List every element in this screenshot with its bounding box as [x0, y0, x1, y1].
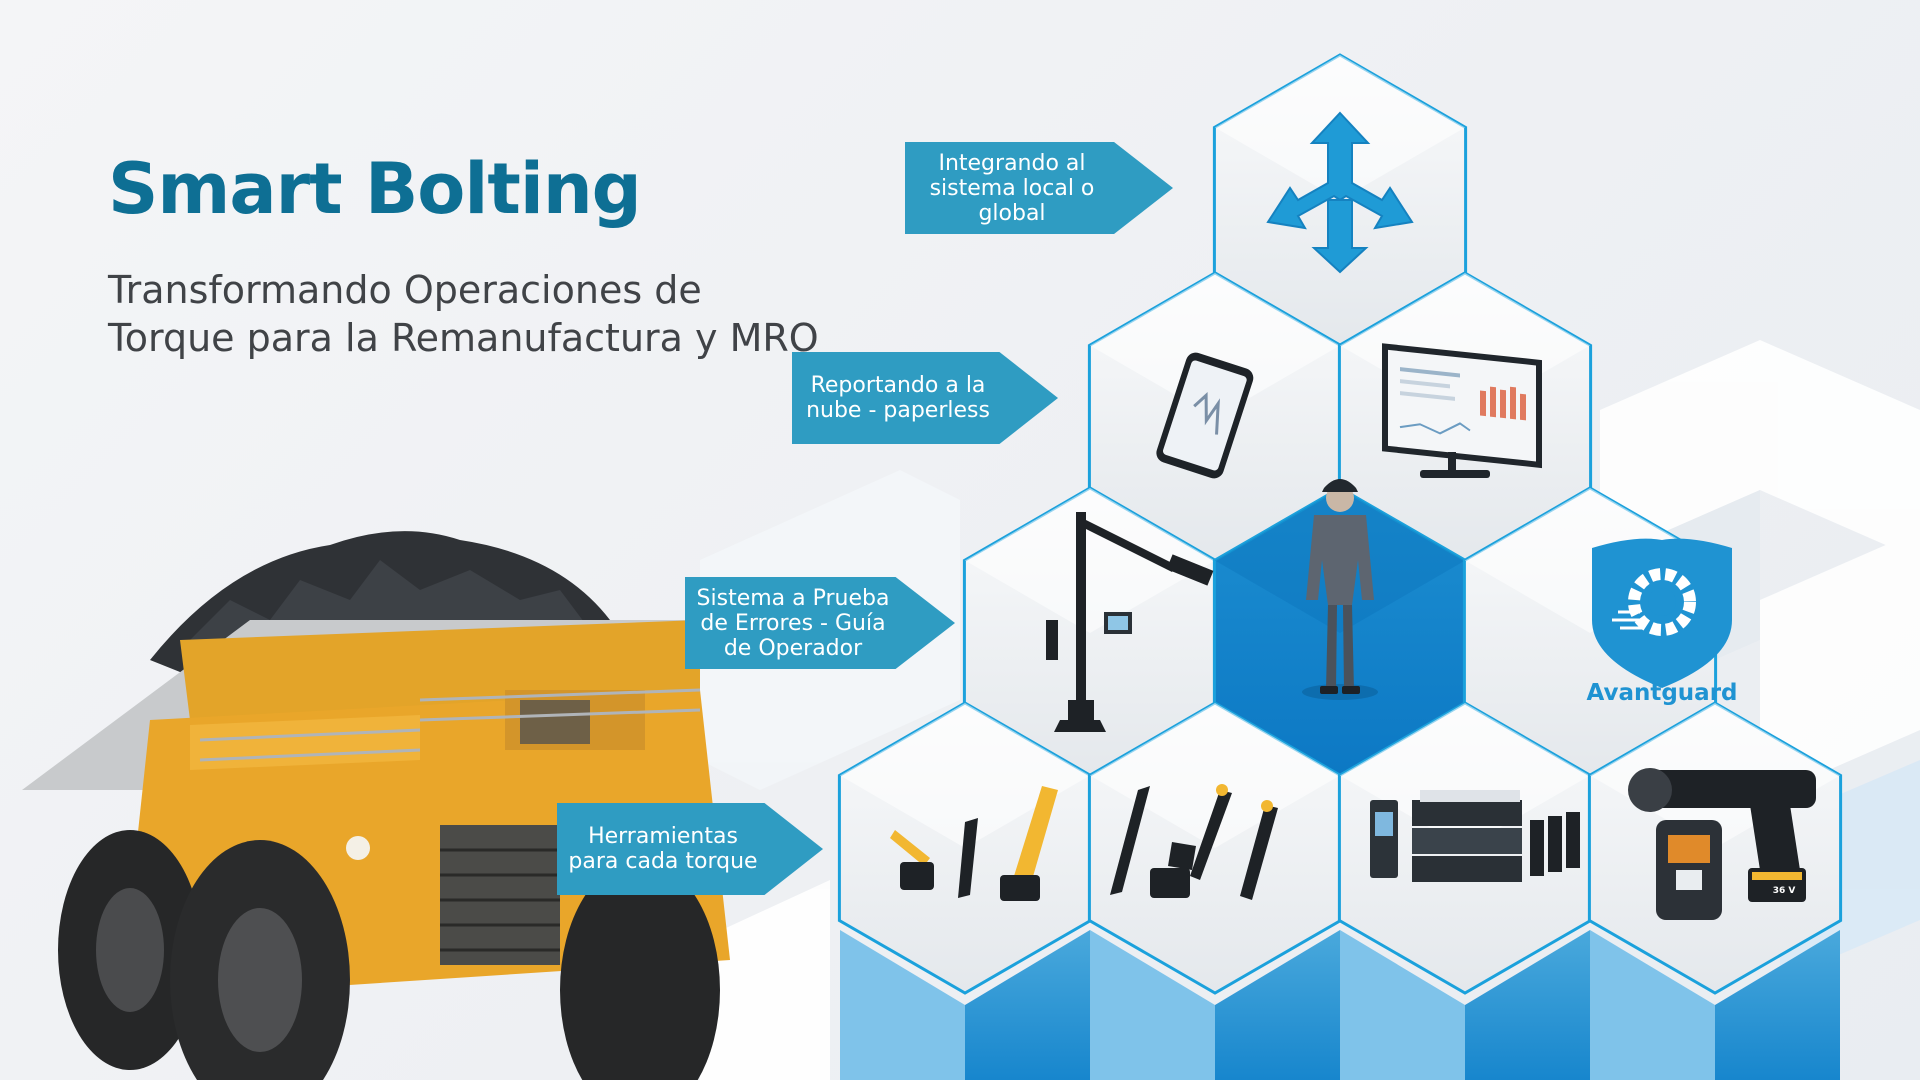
callout-tools-text: Herramientas para cada torque [568, 824, 758, 874]
arrows-integration-icon [1266, 111, 1414, 274]
wrench-voltage-label: 36 V [1773, 886, 1796, 896]
battery-tools-icon [890, 786, 1058, 901]
page-subtitle: Transformando Operaciones de Torque para… [108, 268, 819, 360]
smartphone-report-icon [1156, 352, 1254, 479]
controllers-icon [1370, 790, 1580, 882]
callout-error-proofing-text: Sistema a Prueba de Errores - Guía de Op… [696, 585, 890, 661]
callout-error-proofing: Sistema a Prueba de Errores - Guía de Op… [685, 577, 955, 669]
hex-floor [840, 930, 1840, 1080]
page-title: Smart Bolting [108, 148, 642, 230]
avantguard-logo: Avantguard [1586, 538, 1738, 706]
avantguard-text: Avantguard [1586, 680, 1737, 706]
callout-cloud-reporting: Reportando a la nube - paperless [792, 352, 1058, 444]
callout-integration: Integrando al sistema local o global [905, 142, 1173, 234]
hex-back-wall [1090, 273, 1340, 418]
callout-tools: Herramientas para cada torque [557, 803, 823, 895]
monitor-dashboard-icon [1382, 343, 1542, 478]
callout-integration-text: Integrando al sistema local o global [929, 150, 1095, 226]
operator-figure [1302, 479, 1378, 700]
torque-arm-station-icon [1046, 512, 1214, 732]
heavy-wrench-icon: 36 V [1628, 768, 1816, 920]
hex-back-wall [965, 488, 1215, 633]
hex-back-wall [1340, 703, 1590, 848]
hex-back-wall [840, 703, 1090, 848]
hex-back-wall [1090, 703, 1340, 848]
mining-haul-truck [22, 531, 730, 1080]
corded-tools-icon [1110, 784, 1278, 900]
callout-cloud-reporting-text: Reportando a la nube - paperless [806, 373, 990, 423]
